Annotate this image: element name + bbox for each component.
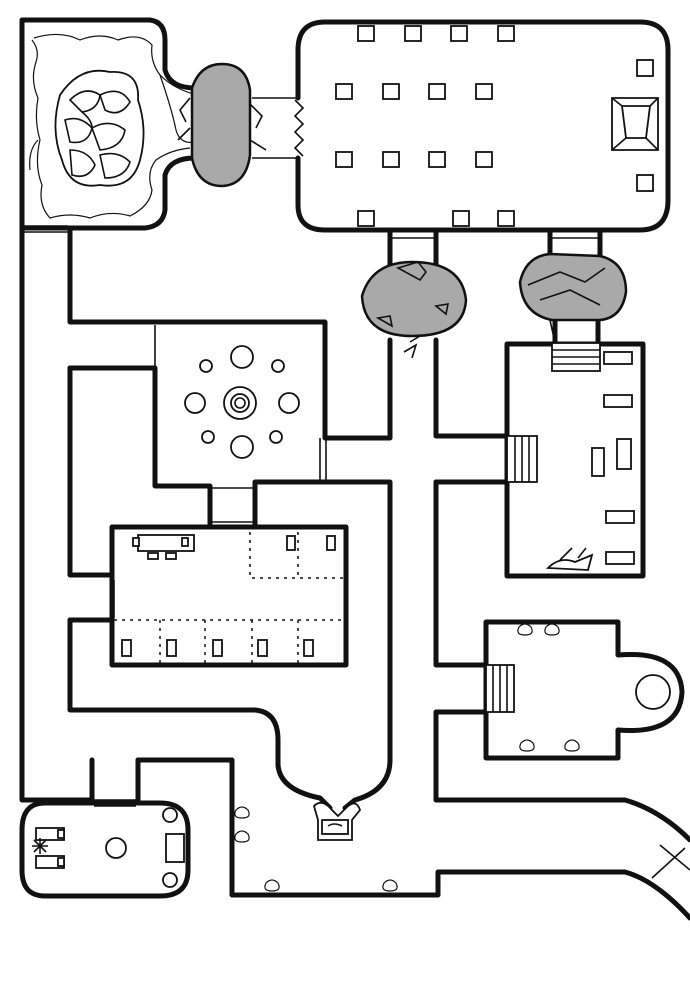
overgrown-cave-room xyxy=(19,17,199,233)
stairs xyxy=(506,342,601,483)
fountain xyxy=(312,801,362,841)
throne xyxy=(611,97,659,151)
shrine-room xyxy=(483,619,685,761)
storage-room xyxy=(504,341,646,579)
collapsed-rubble-passage xyxy=(177,62,298,188)
bedroom xyxy=(19,800,191,899)
boulders xyxy=(54,69,145,187)
portcullis xyxy=(293,99,305,157)
beds xyxy=(121,535,336,657)
fountain-corridor xyxy=(234,801,398,892)
beds xyxy=(32,827,65,869)
ritual-circle-room xyxy=(154,325,327,523)
collapsed-rubble-passage-center xyxy=(360,252,628,359)
chests xyxy=(591,351,635,565)
altar-circle xyxy=(635,674,671,710)
stairs xyxy=(485,664,515,713)
center-corridor-walls xyxy=(387,227,690,879)
pillars xyxy=(335,25,654,227)
table xyxy=(132,534,195,560)
barracks-room xyxy=(109,524,349,668)
left-corridor-walls xyxy=(19,225,690,921)
pillared-hall xyxy=(293,19,671,233)
